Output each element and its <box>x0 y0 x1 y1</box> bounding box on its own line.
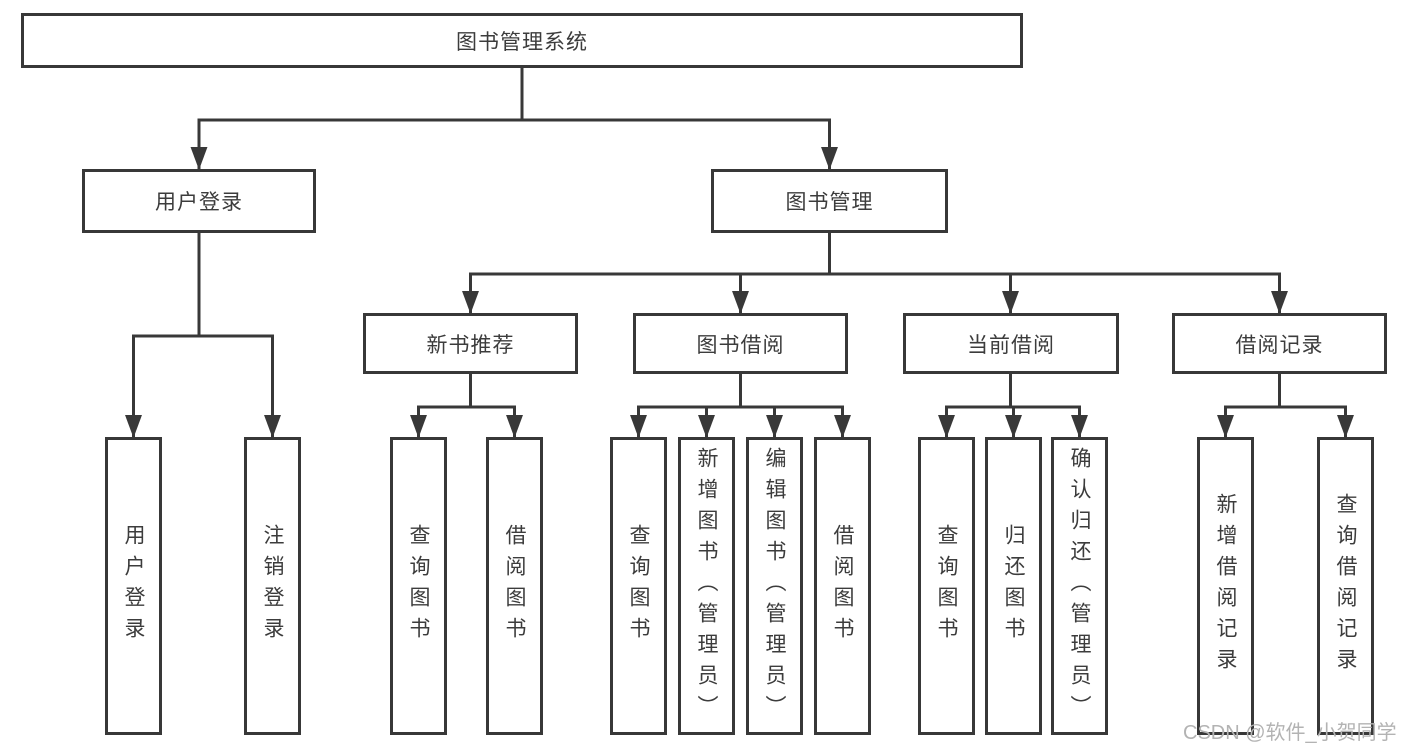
node-label: 查询图书 <box>627 524 650 648</box>
node-label: 编辑图书（管理员） <box>763 446 786 726</box>
node-current-borrow: 当前借阅 <box>903 313 1119 374</box>
leaf-borrow-books-recommend: 借阅图书 <box>486 437 543 735</box>
node-borrow-record: 借阅记录 <box>1172 313 1387 374</box>
leaf-query-books-recommend: 查询图书 <box>390 437 447 735</box>
node-label: 查询图书 <box>935 524 958 648</box>
node-label: 图书借阅 <box>696 333 785 357</box>
node-library-management-system: 图书管理系统 <box>21 13 1023 68</box>
leaf-logout: 注销登录 <box>244 437 301 735</box>
node-label: 图书管理系统 <box>456 30 588 54</box>
node-label: 注销登录 <box>261 524 284 648</box>
node-label: 归还图书 <box>1002 524 1025 648</box>
node-label: 新增图书（管理员） <box>695 446 718 726</box>
node-label: 确认归还（管理员） <box>1068 446 1091 726</box>
node-label: 新增借阅记录 <box>1214 493 1237 679</box>
node-label: 查询图书 <box>407 524 430 648</box>
node-label: 借阅图书 <box>831 524 854 648</box>
leaf-user-login: 用户登录 <box>105 437 162 735</box>
node-label: 新书推荐 <box>426 333 515 357</box>
node-user-login: 用户登录 <box>82 169 316 233</box>
node-book-management: 图书管理 <box>711 169 948 233</box>
leaf-add-borrow-record: 新增借阅记录 <box>1197 437 1254 735</box>
node-label: 借阅图书 <box>503 524 526 648</box>
leaf-query-books-current: 查询图书 <box>918 437 975 735</box>
node-new-book-recommend: 新书推荐 <box>363 313 578 374</box>
node-label: 图书管理 <box>785 191 874 214</box>
leaf-borrow-books: 借阅图书 <box>814 437 871 735</box>
node-label: 用户登录 <box>155 191 243 214</box>
node-book-borrow: 图书借阅 <box>633 313 848 374</box>
leaf-query-books: 查询图书 <box>610 437 667 735</box>
node-label: 当前借阅 <box>967 333 1055 357</box>
leaf-query-borrow-record: 查询借阅记录 <box>1317 437 1374 735</box>
node-label: 借阅记录 <box>1235 333 1324 357</box>
leaf-add-books-admin: 新增图书（管理员） <box>678 437 735 735</box>
leaf-return-books: 归还图书 <box>985 437 1042 735</box>
leaf-confirm-return-admin: 确认归还（管理员） <box>1051 437 1108 735</box>
node-label: 用户登录 <box>122 524 145 648</box>
node-label: 查询借阅记录 <box>1334 493 1357 679</box>
csdn-watermark: CSDN @软件_小贺同学 <box>1183 722 1397 744</box>
leaf-edit-books-admin: 编辑图书（管理员） <box>746 437 803 735</box>
